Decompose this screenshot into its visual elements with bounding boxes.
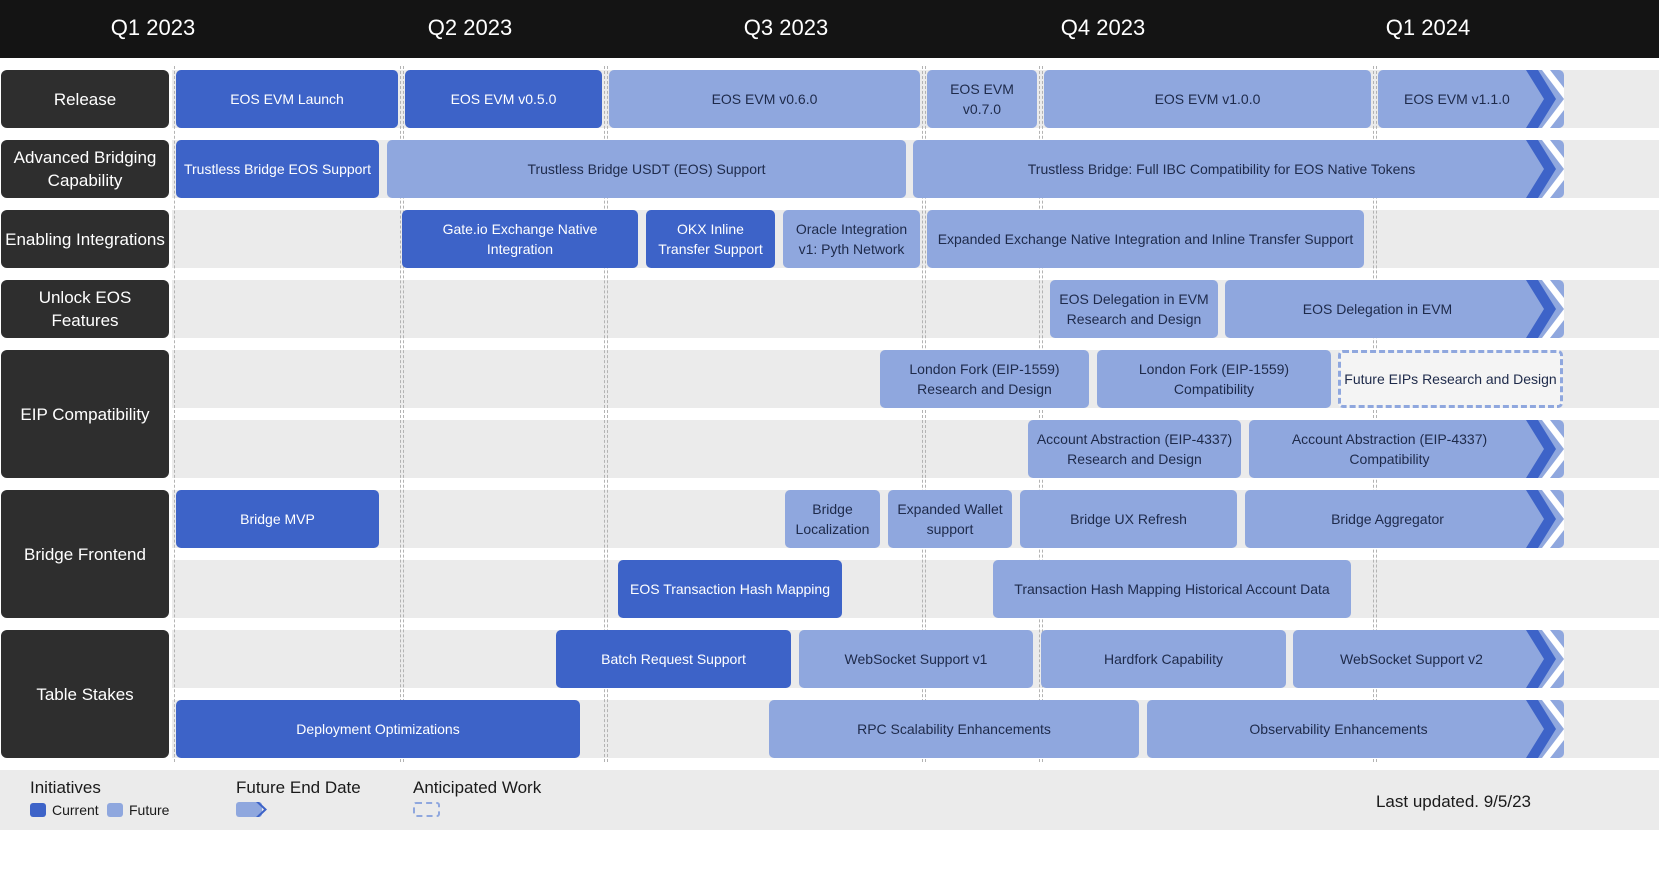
roadmap-bar: London Fork (EIP-1559) Compatibility — [1097, 350, 1331, 408]
last-updated: Last updated. 9/5/23 — [1375, 792, 1531, 811]
future-end-arrow-icon — [1526, 700, 1564, 758]
row-label-bridge-frontend: Bridge Frontend — [1, 490, 169, 618]
quarter-divider — [922, 66, 923, 762]
bar-label: EOS EVM v1.1.0 — [1404, 91, 1510, 107]
quarter-divider — [1042, 66, 1043, 762]
roadmap-bar: Bridge MVP — [176, 490, 379, 548]
roadmap-bar: EOS EVM v0.5.0 — [405, 70, 602, 128]
bar-label: EOS Delegation in EVM — [1302, 301, 1453, 317]
quarter-divider — [1376, 66, 1377, 762]
legend-label: Future — [129, 802, 170, 818]
roadmap-bar: Oracle Integration v1: Pyth Network — [783, 210, 920, 268]
legend-label: Current — [52, 802, 99, 818]
roadmap-bar-arrow: Bridge Aggregator — [1245, 490, 1564, 548]
roadmap-bar: EOS EVM v0.6.0 — [609, 70, 920, 128]
future-end-arrow-icon — [1526, 140, 1564, 198]
roadmap-bar: EOS Delegation in EVM Research and Desig… — [1050, 280, 1218, 338]
roadmap-bar-arrow: Account Abstraction (EIP-4337) Compatibi… — [1249, 420, 1564, 478]
row-label-eip: EIP Compatibility — [1, 350, 169, 478]
quarter-label: Q1 2023 — [110, 15, 196, 40]
anticipated-swatch-icon — [413, 802, 440, 817]
anticipated-bar: Future EIPs Research and Design — [1338, 350, 1563, 408]
quarter-divider — [400, 66, 401, 762]
legend: Initiatives Current Future Future End Da… — [0, 770, 1659, 830]
future-swatch-icon — [107, 803, 123, 817]
roadmap-bar: WebSocket Support v1 — [799, 630, 1033, 688]
future-end-arrow-icon — [1526, 70, 1564, 128]
legend-title-initiatives: Initiatives — [30, 778, 101, 797]
roadmap-bar: Transaction Hash Mapping Historical Acco… — [993, 560, 1351, 618]
roadmap-bar: OKX Inline Transfer Support — [646, 210, 775, 268]
roadmap-bar: Trustless Bridge EOS Support — [176, 140, 379, 198]
row-band — [172, 560, 1659, 618]
quarter-divider — [925, 66, 926, 762]
current-swatch-icon — [30, 803, 46, 817]
quarter-header: Q1 2023 Q2 2023 Q3 2023 Q4 2023 Q1 2024 — [0, 0, 1659, 58]
roadmap-bar-arrow: EOS EVM v1.1.0 — [1378, 70, 1564, 128]
quarter-label: Q2 2023 — [427, 15, 513, 40]
bar-label: Observability Enhancements — [1249, 721, 1428, 737]
row-label-table-stakes: Table Stakes — [1, 630, 169, 758]
quarter-divider — [174, 66, 175, 762]
future-end-arrow-icon — [1526, 420, 1564, 478]
roadmap-bar: EOS EVM Launch — [176, 70, 398, 128]
bar-label: Account Abstraction (EIP-4337) Compatibi… — [1291, 431, 1488, 467]
roadmap-bar: Deployment Optimizations — [176, 700, 580, 758]
roadmap-bar: Hardfork Capability — [1041, 630, 1286, 688]
future-end-arrow-icon — [1526, 630, 1564, 688]
bar-label: WebSocket Support v2 — [1340, 651, 1483, 667]
quarter-divider — [403, 66, 404, 762]
quarter-divider — [1039, 66, 1040, 762]
quarter-divider — [607, 66, 608, 762]
roadmap-bar: Expanded Wallet support — [888, 490, 1012, 548]
roadmap-bar: Trustless Bridge USDT (EOS) Support — [387, 140, 906, 198]
roadmap-bar-arrow: EOS Delegation in EVM — [1225, 280, 1564, 338]
roadmap-bar-arrow: Observability Enhancements — [1147, 700, 1564, 758]
row-label-release: Release — [1, 70, 169, 128]
roadmap-bar: London Fork (EIP-1559) Research and Desi… — [880, 350, 1089, 408]
roadmap-bar: Account Abstraction (EIP-4337) Research … — [1028, 420, 1241, 478]
future-end-arrow-icon — [1526, 490, 1564, 548]
roadmap-bar: Expanded Exchange Native Integration and… — [927, 210, 1364, 268]
quarter-label: Q3 2023 — [743, 15, 829, 40]
roadmap-bar-arrow: WebSocket Support v2 — [1293, 630, 1564, 688]
legend-item-current: Current — [30, 802, 99, 818]
roadmap-bar: EOS Transaction Hash Mapping — [618, 560, 842, 618]
roadmap-bar-arrow: Trustless Bridge: Full IBC Compatibility… — [913, 140, 1564, 198]
row-label-enabling-integrations: Enabling Integrations — [1, 210, 169, 268]
bar-label: Trustless Bridge: Full IBC Compatibility… — [1027, 161, 1416, 177]
row-label-unlock-eos: Unlock EOS Features — [1, 280, 169, 338]
legend-item-future: Future — [107, 802, 169, 818]
quarter-divider — [604, 66, 605, 762]
future-end-arrow-icon — [1526, 280, 1564, 338]
roadmap-bar: Gate.io Exchange Native Integration — [402, 210, 638, 268]
future-end-arrow-icon — [236, 802, 267, 817]
quarter-label: Q1 2024 — [1385, 15, 1471, 40]
roadmap-bar: Bridge Localization — [785, 490, 880, 548]
roadmap-bar: Bridge UX Refresh — [1020, 490, 1237, 548]
roadmap-bar: EOS EVM v1.0.0 — [1044, 70, 1371, 128]
roadmap-bar: Batch Request Support — [556, 630, 791, 688]
legend-title-future-end: Future End Date — [236, 778, 361, 797]
quarter-divider — [1373, 66, 1374, 762]
row-label-advanced-bridging: Advanced Bridging Capability — [1, 140, 169, 198]
roadmap-bar: RPC Scalability Enhancements — [769, 700, 1139, 758]
legend-title-anticipated: Anticipated Work — [413, 778, 542, 797]
roadmap-bar: EOS EVM v0.7.0 — [927, 70, 1037, 128]
quarter-label: Q4 2023 — [1060, 15, 1146, 40]
bar-label: Bridge Aggregator — [1331, 511, 1444, 527]
